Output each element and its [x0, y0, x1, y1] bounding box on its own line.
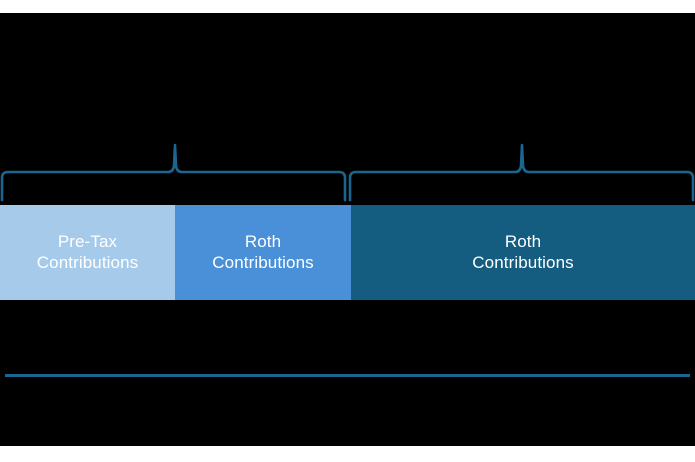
segment-roth-contributions-right[interactable]: Roth Contributions	[351, 205, 695, 300]
segment-bar: Pre-Tax Contributions Roth Contributions…	[0, 205, 695, 300]
segment-label-line2: Contributions	[472, 252, 574, 272]
baseline-rule	[5, 374, 690, 377]
segment-label-line1: Roth	[244, 232, 282, 252]
segment-roth-contributions-left[interactable]: Roth Contributions	[175, 205, 351, 300]
brace-right-icon	[348, 143, 695, 202]
top-white-margin	[0, 0, 695, 13]
segment-label-line2: Contributions	[212, 252, 314, 272]
segment-pre-tax-contributions[interactable]: Pre-Tax Contributions	[0, 205, 175, 300]
bottom-white-margin	[0, 446, 695, 462]
segment-label-line1: Pre-Tax	[57, 232, 118, 252]
brace-left-icon	[0, 143, 347, 202]
brace-group	[0, 138, 695, 206]
segment-label-line1: Roth	[504, 232, 542, 252]
segment-label-line2: Contributions	[36, 252, 139, 272]
